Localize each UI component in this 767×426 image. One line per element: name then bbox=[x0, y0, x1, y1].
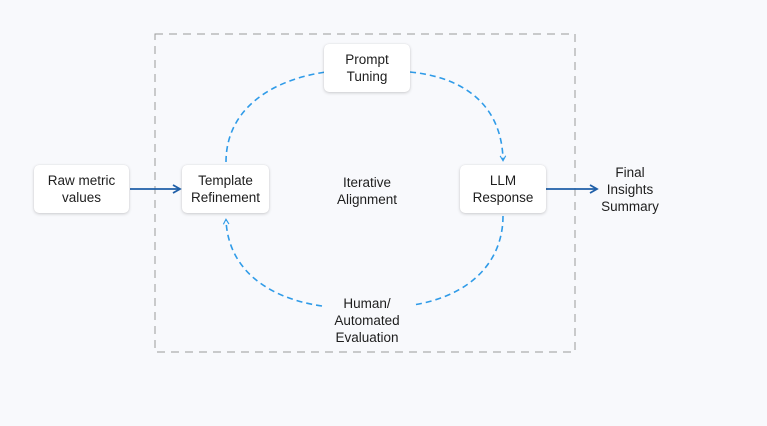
loop-boundary bbox=[154, 33, 576, 353]
loop-arrow-llm-to-evaluation bbox=[412, 215, 504, 306]
node-prompt-tuning: Prompt Tuning bbox=[324, 44, 410, 92]
label-final-insights-summary: Final Insights Summary bbox=[601, 165, 659, 214]
node-template-refinement: Template Refinement bbox=[182, 165, 269, 213]
label-human-automated-evaluation: Human/ Automated Evaluation bbox=[334, 296, 400, 345]
node-llm-response: LLM Response bbox=[460, 165, 546, 213]
loop-arrow-prompt-to-llm bbox=[409, 71, 507, 162]
label-iterative-alignment: Iterative Alignment bbox=[336, 175, 398, 207]
loop-arrow-evaluation-to-template bbox=[222, 218, 323, 307]
node-raw-metric-values: Raw metric values bbox=[34, 165, 129, 213]
loop-arrow-template-to-prompt bbox=[225, 71, 327, 163]
